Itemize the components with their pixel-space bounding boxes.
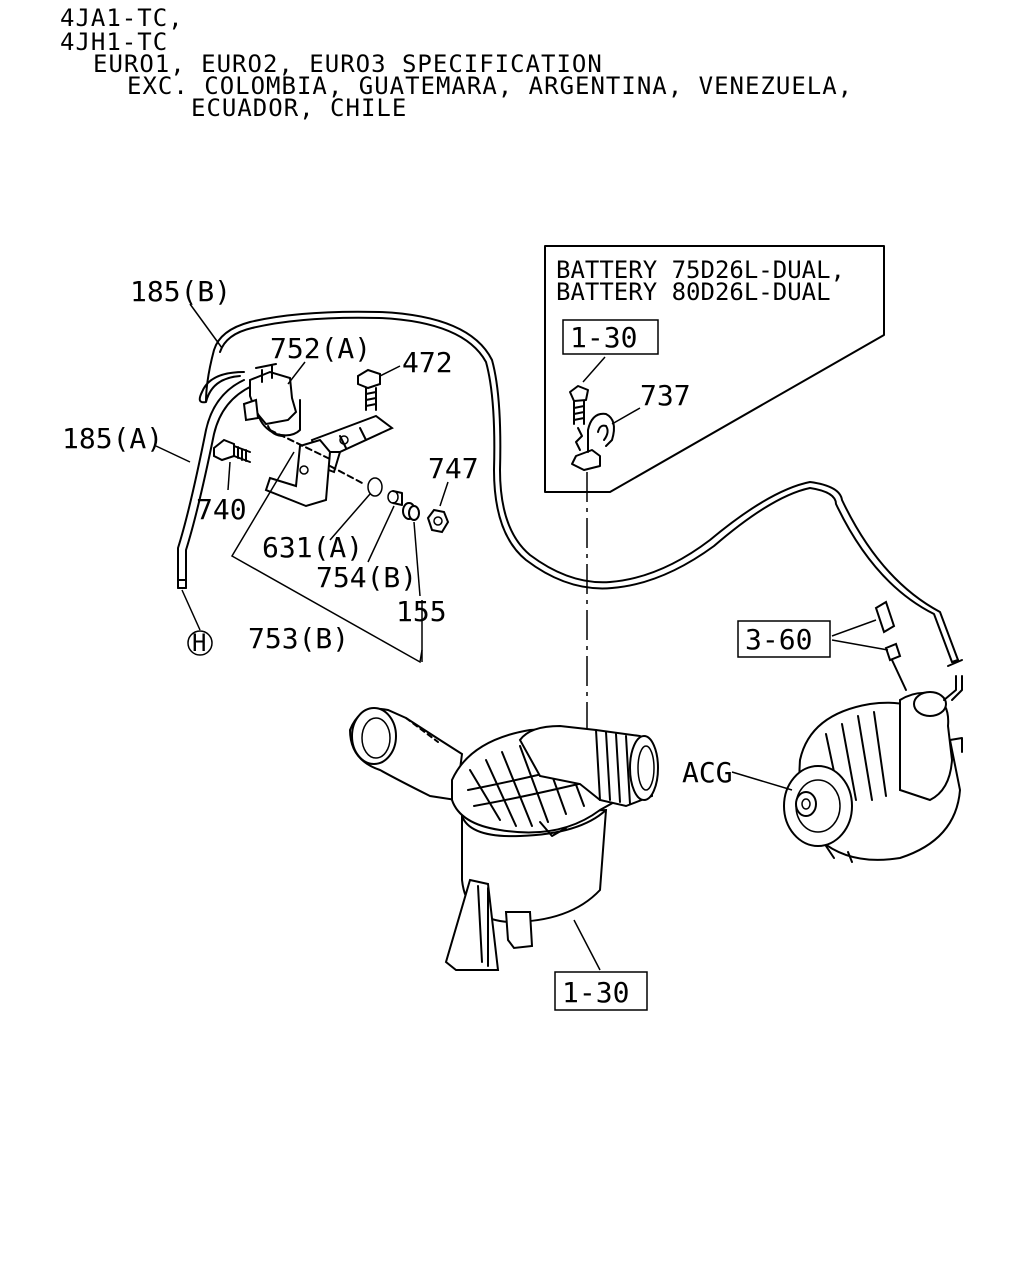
leader-185a (155, 445, 191, 463)
inset-clamp-icon (571, 412, 615, 471)
bracket-icon (264, 414, 394, 508)
leader-185b (189, 303, 223, 349)
inset-leader-bolt (582, 356, 606, 383)
inset-bolt-icon (569, 385, 589, 425)
leader-155 (413, 521, 421, 597)
hose-185b (198, 310, 963, 667)
leader-754b (367, 505, 395, 563)
header-line-3: EURO1, EURO2, EURO3 SPECIFICATION (93, 50, 603, 78)
leader-360-a (831, 619, 877, 637)
connector-pin-icon (874, 600, 907, 691)
leader-360-b (831, 639, 889, 651)
hose-end-circle (187, 630, 213, 656)
diagram-header: 4JA1-TC, 4JH1-TC EURO1, EURO2, EURO3 SPE… (0, 0, 1024, 120)
pin-754b-icon (387, 490, 403, 506)
inset-line-2: BATTERY 80D26L-DUAL (556, 278, 831, 306)
label-752a: 752(A) (270, 332, 371, 365)
label-747: 747 (428, 452, 479, 485)
bolt-472-icon (357, 368, 381, 411)
ref130-label: 1-30 (562, 976, 629, 1009)
hose-end-leader (181, 589, 201, 631)
air-cleaner-icon (348, 707, 659, 971)
label-472: 472 (402, 346, 453, 379)
ref360-label: 3-60 (745, 623, 812, 656)
inset-line-1: BATTERY 75D26L-DUAL, (556, 256, 845, 284)
leader-acg (731, 771, 793, 791)
leader-752a (287, 361, 306, 385)
inset-frame (544, 245, 885, 493)
leader-631a (329, 493, 371, 541)
nut-747-icon (426, 508, 450, 534)
label-185b: 185(B) (130, 275, 231, 308)
inset-part-737: 737 (640, 379, 691, 412)
header-line-2: 4JH1-TC (60, 28, 169, 56)
label-753b: 753(B) (248, 622, 349, 655)
label-acg: ACG (682, 756, 733, 789)
inset-leader-clamp (611, 407, 641, 425)
grommet-155-icon (402, 502, 420, 521)
battery-inset: BATTERY 75D26L-DUAL, BATTERY 80D26L-DUAL… (544, 245, 885, 493)
label-754b: 754(B) (316, 561, 417, 594)
header-line-5: ECUADOR, CHILE (191, 94, 408, 122)
inset-ref-box (562, 319, 659, 355)
leader-747 (439, 481, 449, 507)
ref360-box (737, 620, 831, 658)
label-155: 155 (396, 595, 447, 628)
leader-472 (379, 365, 401, 377)
header-line-4: EXC. COLOMBIA, GUATEMARA, ARGENTINA, VEN… (127, 72, 854, 100)
leader-753b-group (230, 451, 423, 664)
label-631a: 631(A) (262, 531, 363, 564)
alternator-icon (783, 675, 963, 863)
leader-740 (227, 461, 231, 491)
leader-ref130 (573, 919, 601, 971)
label-185a: 185(A) (62, 422, 163, 455)
hose-185a: H (177, 379, 253, 657)
header-line-1: 4JA1-TC, (60, 4, 184, 32)
bolt-740-icon (213, 438, 251, 463)
vsv-valve-icon (242, 363, 301, 437)
label-740: 740 (196, 493, 247, 526)
inset-ref-label: 1-30 (570, 321, 637, 354)
ref130-box (554, 971, 648, 1011)
washer-631a-icon (367, 477, 383, 497)
hose-end-letter: H (192, 629, 206, 657)
